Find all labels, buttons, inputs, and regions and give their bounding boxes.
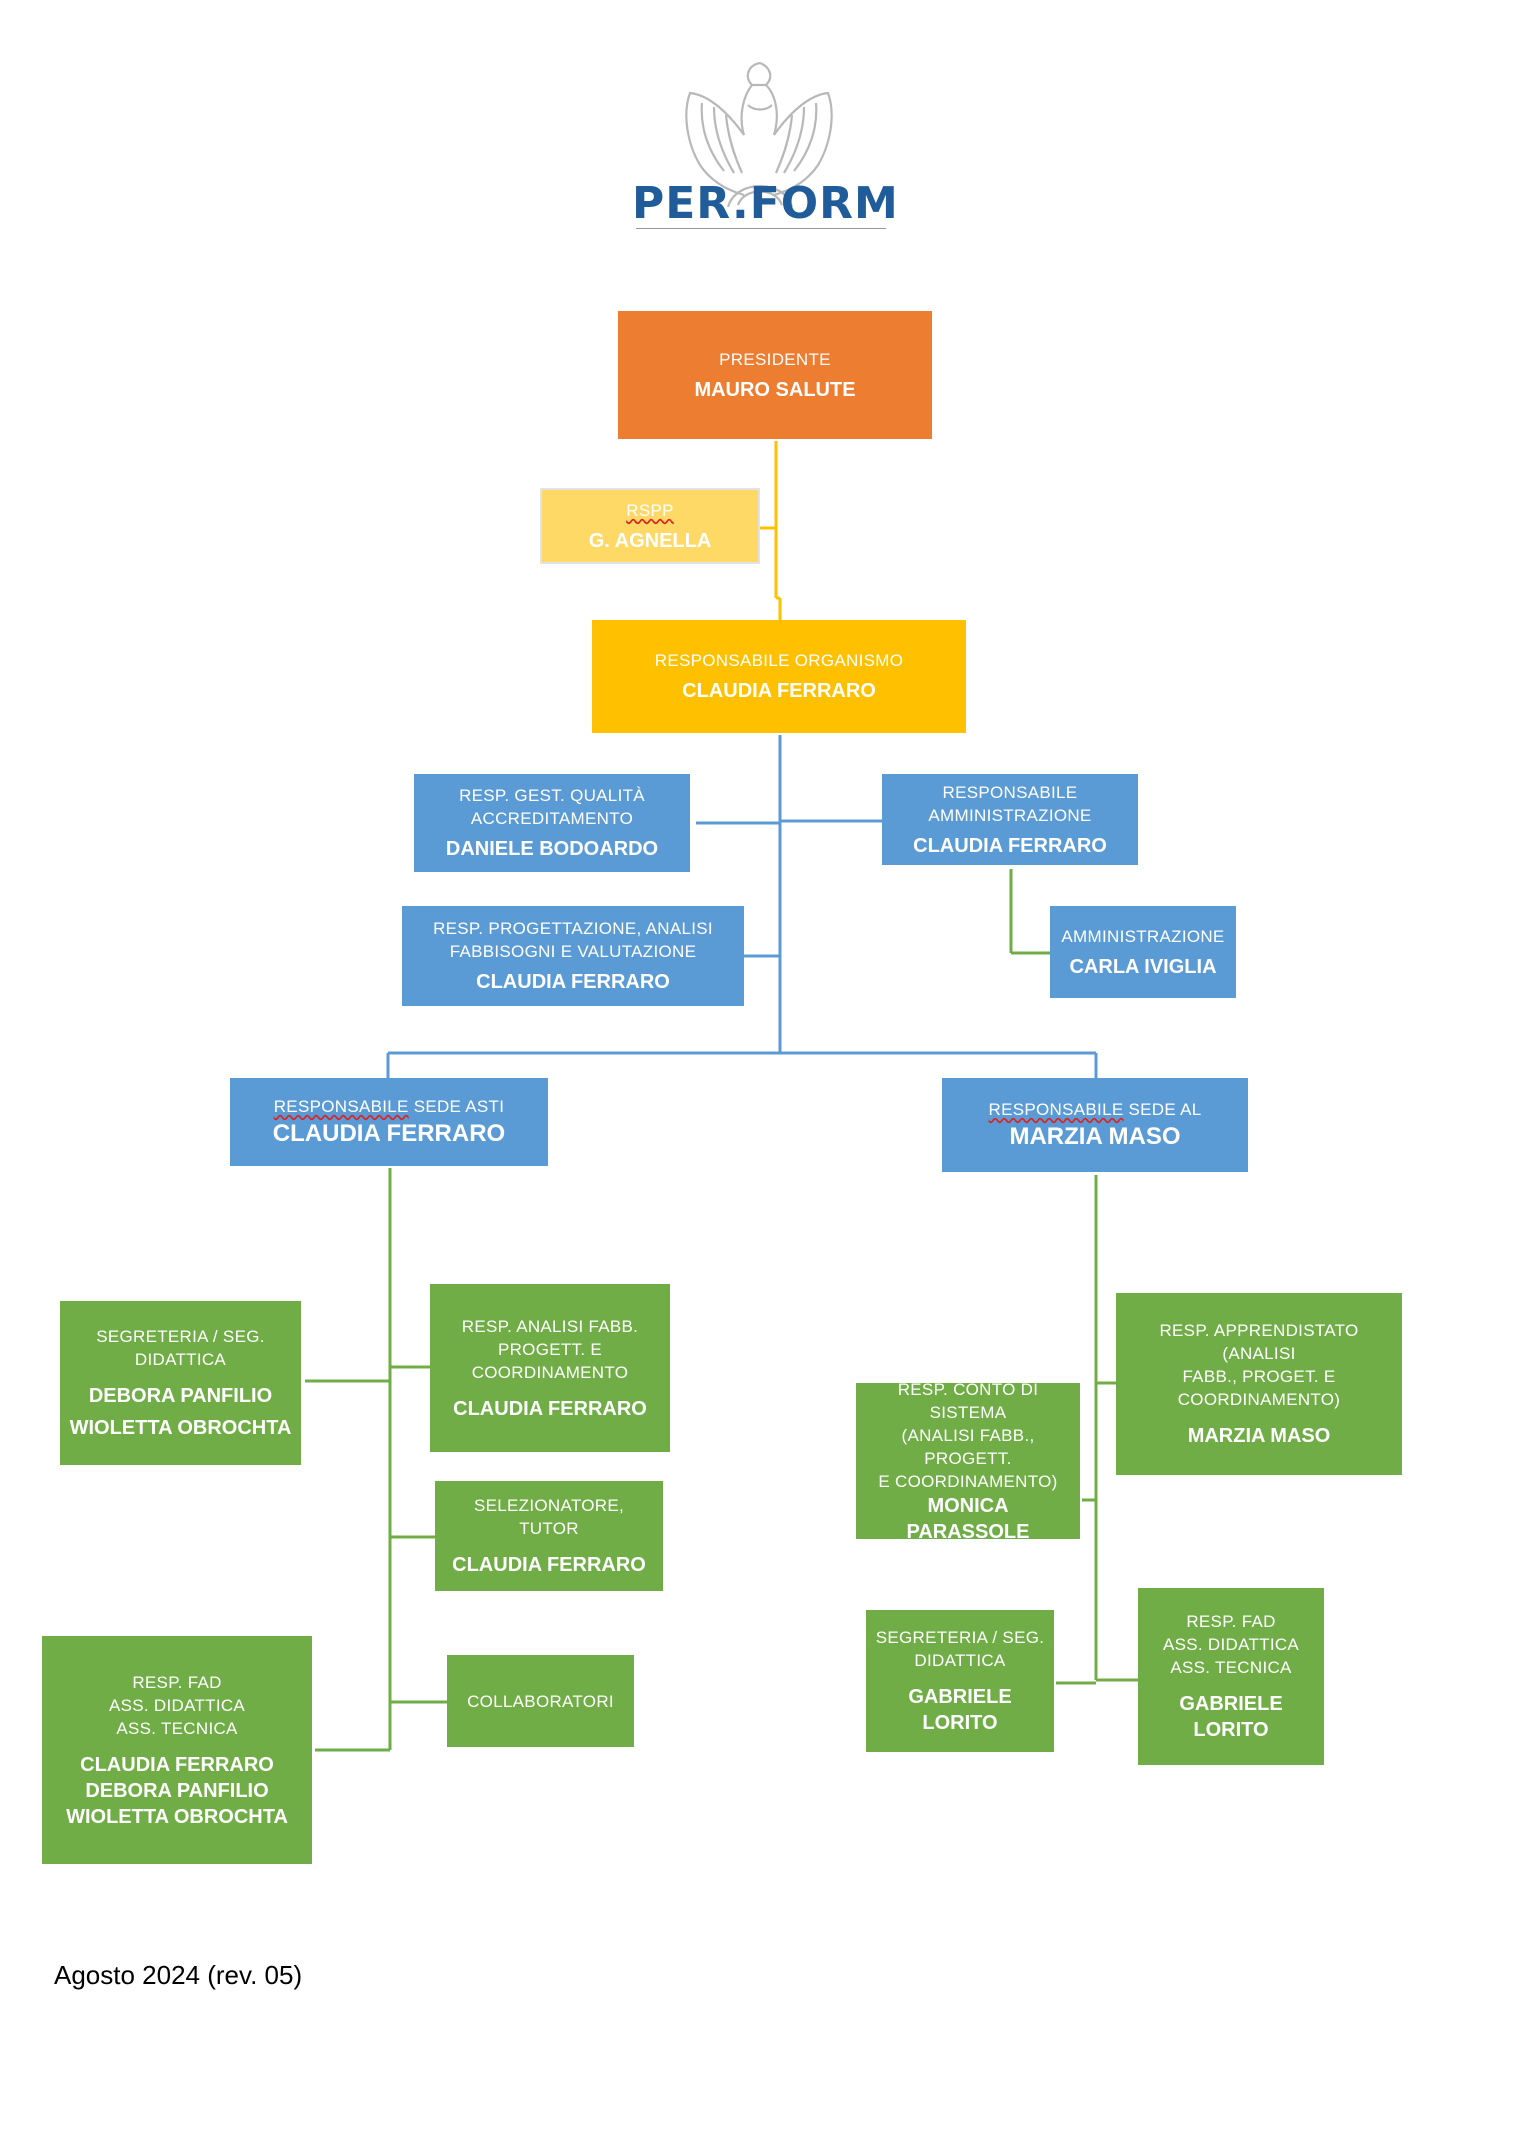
node-person: MARZIA MASO xyxy=(1009,1122,1181,1150)
node-role: PRESIDENTE xyxy=(719,349,831,369)
node-role: COLLABORATORI xyxy=(467,1691,614,1711)
node-person: CARLA IVIGLIA xyxy=(1069,955,1217,978)
node-person: CLAUDIA FERRARO xyxy=(913,834,1107,857)
node-role: SEGRETERIA / SEG. DIDATTICA xyxy=(96,1327,265,1369)
node-role: RSPP xyxy=(626,500,674,520)
node-al-conto-sistema[interactable]: RESP. CONTO DI SISTEMA (ANALISI FABB., P… xyxy=(856,1380,1080,1543)
node-role: RESP. GEST. QUALITÀ ACCREDITAMENTO xyxy=(459,786,645,828)
node-role: RESPONSABILE AMMINISTRAZIONE xyxy=(928,782,1092,825)
node-sede-asti[interactable]: RESPONSABILE SEDE ASTI CLAUDIA FERRARO xyxy=(230,1078,548,1166)
node-person: MONICA PARASSOLE xyxy=(906,1494,1030,1543)
node-person: GABRIELE LORITO xyxy=(1179,1693,1283,1741)
node-asti-analisi[interactable]: RESP. ANALISI FABB. PROGETT. E COORDINAM… xyxy=(430,1284,670,1452)
node-asti-collaboratori[interactable]: COLLABORATORI xyxy=(447,1655,634,1747)
node-person: CLAUDIA FERRARO xyxy=(452,1554,646,1576)
node-rspp[interactable]: RSPP G. AGNELLA xyxy=(540,488,760,564)
node-role: SEGRETERIA / SEG. DIDATTICA xyxy=(875,1628,1045,1670)
node-person: MAURO SALUTE xyxy=(694,378,856,401)
node-person: CLAUDIA FERRARO xyxy=(272,1119,506,1147)
logo-underline xyxy=(636,228,886,229)
node-resp-progettazione[interactable]: RESP. PROGETTAZIONE, ANALISI FABBISOGNI … xyxy=(402,906,744,1006)
node-role: RESP. PROGETTAZIONE, ANALISI FABBISOGNI … xyxy=(433,919,713,961)
green-connectors xyxy=(305,869,1138,1752)
node-role: RESP. ANALISI FABB. PROGETT. E COORDINAM… xyxy=(461,1316,639,1382)
node-al-fad[interactable]: RESP. FAD ASS. DIDATTICA ASS. TECNICA GA… xyxy=(1138,1588,1324,1765)
node-asti-segreteria[interactable]: SEGRETERIA / SEG. DIDATTICA DEBORA PANFI… xyxy=(60,1301,301,1465)
node-amministrazione[interactable]: AMMINISTRAZIONE CARLA IVIGLIA xyxy=(1050,906,1236,998)
node-role: RESP. FAD ASS. DIDATTICA ASS. TECNICA xyxy=(1162,1612,1300,1677)
node-person: CLAUDIA FERRARO xyxy=(453,1397,647,1420)
node-presidente[interactable]: PRESIDENTE MAURO SALUTE xyxy=(618,311,932,439)
node-role: RESP. CONTO DI SISTEMA (ANALISI FABB., P… xyxy=(878,1379,1058,1491)
node-resp-qualita[interactable]: RESP. GEST. QUALITÀ ACCREDITAMENTO DANIE… xyxy=(414,774,690,872)
node-person: CLAUDIA FERRARO xyxy=(682,680,876,702)
node-asti-selezionatore[interactable]: SELEZIONATORE, TUTOR CLAUDIA FERRARO xyxy=(435,1481,663,1591)
node-role: RESPONSABILE ORGANISMO xyxy=(654,651,904,670)
node-person: CLAUDIA FERRARO xyxy=(476,971,670,993)
node-al-apprendistato[interactable]: RESP. APPRENDISTATO (ANALISI FABB., PROG… xyxy=(1116,1293,1402,1475)
revision-note: Agosto 2024 (rev. 05) xyxy=(54,1960,303,1990)
node-role: RESP. FAD ASS. DIDATTICA ASS. TECNICA xyxy=(108,1672,246,1738)
perform-eagle-logo-icon xyxy=(685,61,833,208)
node-person: GABRIELE LORITO xyxy=(908,1686,1012,1734)
node-person: MARZIA MASO xyxy=(1187,1425,1331,1447)
node-person: WIOLETTA OBROCHTA xyxy=(66,1805,288,1828)
node-person: G. AGNELLA xyxy=(588,529,712,552)
node-role: RESPONSABILE SEDE ASTI xyxy=(273,1096,505,1116)
node-role: RESPONSABILE SEDE AL xyxy=(988,1099,1202,1119)
node-person: DEBORA PANFILIO xyxy=(88,1385,273,1407)
node-role: SELEZIONATORE, TUTOR xyxy=(474,1496,624,1538)
logo-name: PER.FORM xyxy=(632,178,899,229)
yellow-connectors xyxy=(760,441,782,620)
node-asti-fad[interactable]: RESP. FAD ASS. DIDATTICA ASS. TECNICA CL… xyxy=(42,1636,312,1864)
node-al-segreteria[interactable]: SEGRETERIA / SEG. DIDATTICA GABRIELE LOR… xyxy=(866,1610,1054,1752)
node-role: AMMINISTRAZIONE xyxy=(1061,926,1225,946)
node-person: WIOLETTA OBROCHTA xyxy=(69,1417,292,1439)
node-responsabile-amministrazione[interactable]: RESPONSABILE AMMINISTRAZIONE CLAUDIA FER… xyxy=(882,774,1138,865)
node-responsabile-organismo[interactable]: RESPONSABILE ORGANISMO CLAUDIA FERRARO xyxy=(592,620,966,733)
node-sede-al[interactable]: RESPONSABILE SEDE AL MARZIA MASO xyxy=(942,1078,1248,1172)
node-person: DEBORA PANFILIO xyxy=(85,1779,269,1802)
node-role: RESP. APPRENDISTATO (ANALISI FABB., PROG… xyxy=(1159,1321,1359,1409)
node-person: DANIELE BODOARDO xyxy=(445,838,659,860)
blue-connectors xyxy=(386,735,1098,1078)
node-person: CLAUDIA FERRARO xyxy=(80,1753,274,1776)
